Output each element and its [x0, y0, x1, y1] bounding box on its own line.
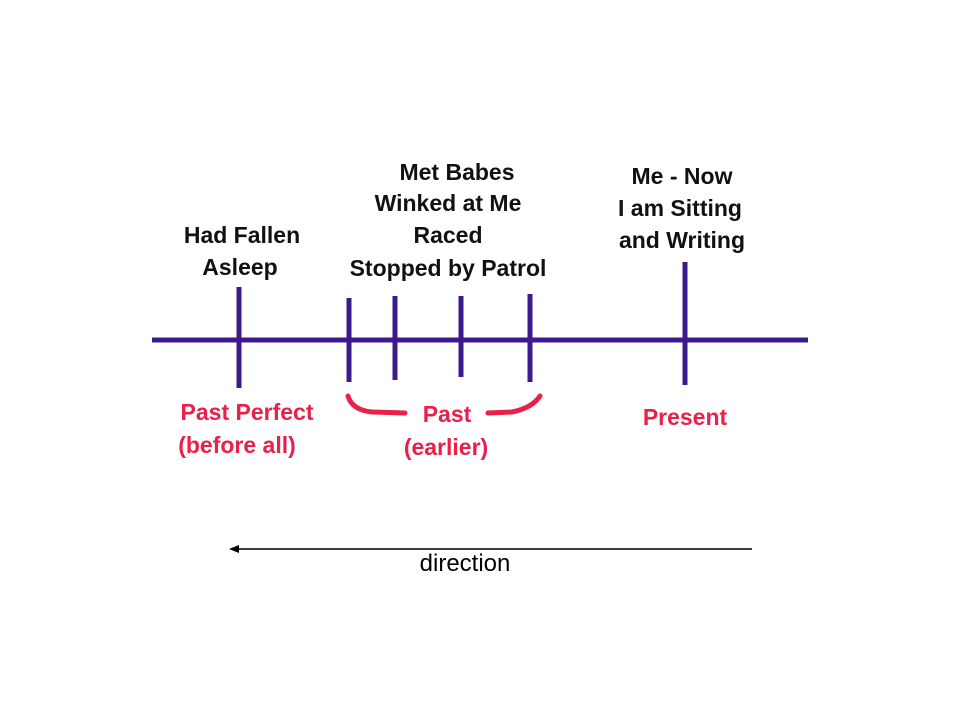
- event-line: and Writing: [619, 227, 745, 253]
- tense-line: (earlier): [404, 434, 488, 460]
- event-line: Asleep: [202, 254, 277, 280]
- event-line: I am Sitting: [618, 195, 742, 221]
- past-bracket-right: [485, 393, 543, 416]
- tense-line: Past Perfect: [181, 399, 314, 425]
- tense-line: (before all): [178, 432, 296, 458]
- event-label-past: Met Babes Winked at Me Raced Stopped by …: [350, 159, 547, 281]
- event-line: Raced: [413, 222, 482, 248]
- direction-label: direction: [420, 550, 511, 577]
- tense-label-present: Present: [643, 404, 728, 430]
- past-bracket-left: [345, 393, 408, 416]
- event-line: Had Fallen: [184, 222, 300, 248]
- direction-arrowhead-icon: [229, 545, 239, 553]
- tense-label-past-perfect: Past Perfect (before all): [178, 399, 314, 458]
- event-label-present: Me - Now I am Sitting and Writing: [618, 163, 745, 253]
- event-line: Stopped by Patrol: [350, 255, 547, 281]
- event-line: Winked at Me: [375, 190, 522, 216]
- event-label-past-perfect: Had Fallen Asleep: [184, 222, 300, 280]
- tense-line: Past: [423, 401, 472, 427]
- tense-label-past: Past (earlier): [404, 401, 488, 460]
- event-line: Met Babes: [399, 159, 514, 185]
- event-line: Me - Now: [632, 163, 733, 189]
